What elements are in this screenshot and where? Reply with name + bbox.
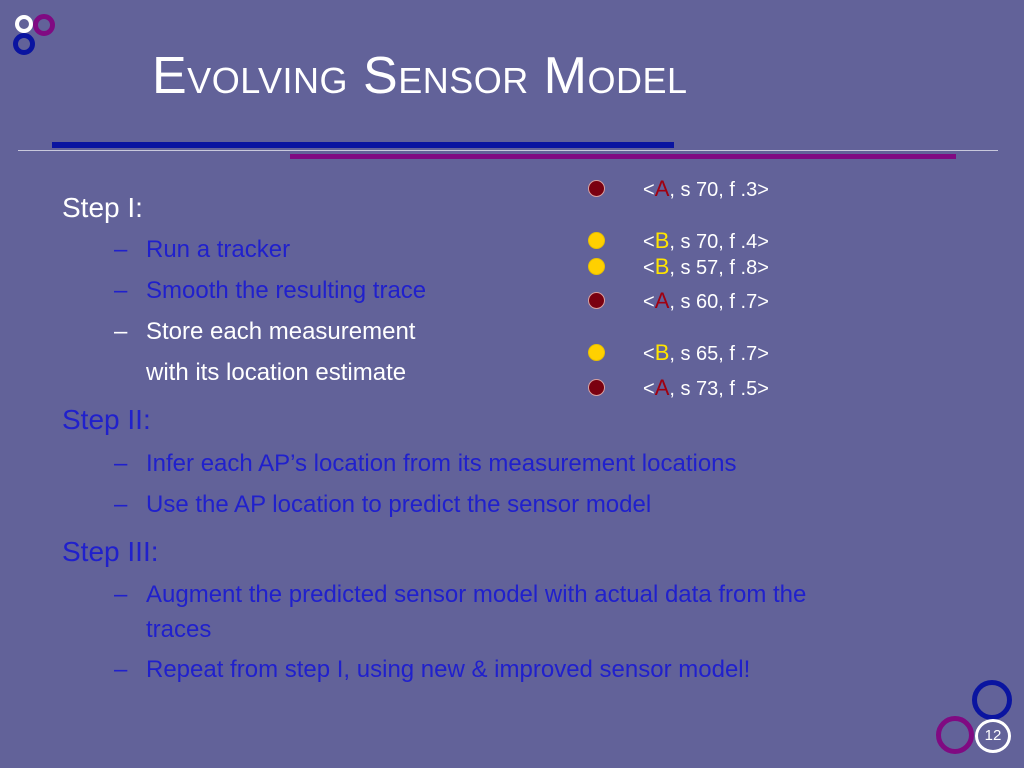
measurement-text: , s 73, f .5> [669, 378, 769, 400]
logo-ring-white [975, 719, 1011, 753]
step-3-item-text: Repeat from step I, using new & improved… [146, 656, 751, 683]
ap-label: B [654, 340, 670, 365]
logo-ring-purple [936, 716, 974, 754]
bullet-dash: – [114, 318, 128, 345]
ap-label: A [654, 375, 670, 400]
measurement-text: , s 70, f .4> [669, 231, 769, 253]
step-3-item-continuation: traces [146, 616, 212, 643]
step-2-item: –Infer each AP’s location from its measu… [114, 452, 737, 476]
page-number: 12 [984, 727, 1002, 744]
measurement-open: < [643, 291, 655, 313]
logo-ring-white [15, 15, 33, 33]
step-1-item: –Smooth the resulting trace [114, 279, 426, 303]
measurement-open: < [643, 378, 655, 400]
step-1-item-text: Store each measurement [146, 318, 416, 345]
title-underline-blue [52, 142, 674, 148]
measurement-text: , s 57, f .8> [669, 257, 769, 279]
measurement-text: , s 65, f .7> [669, 343, 769, 365]
step-2-item-text: Infer each AP’s location from its measur… [146, 450, 737, 477]
ap-b-dot [588, 258, 605, 275]
measurement-open: < [643, 231, 655, 253]
bullet-dash: – [114, 491, 128, 518]
title-divider [18, 150, 998, 151]
bullet-dash: – [114, 236, 128, 263]
measurement-open: < [643, 257, 655, 279]
measurement-text: , s 70, f .3> [669, 179, 769, 201]
step-1-label: Step I: [62, 192, 143, 223]
logo-ring-blue [972, 680, 1012, 720]
step-1-item: –Run a tracker [114, 238, 290, 262]
step-1-item: –Store each measurement [114, 320, 415, 344]
ap-b-dot [588, 344, 605, 361]
measurement-open: < [643, 343, 655, 365]
step-1-item-text: Run a tracker [146, 236, 291, 263]
measurement-text: , s 60, f .7> [669, 291, 769, 313]
bullet-dash: – [114, 277, 128, 304]
step-2-item: –Use the AP location to predict the sens… [114, 493, 651, 517]
ap-label: B [654, 254, 670, 279]
bullet-dash: – [114, 450, 128, 477]
step-3-item: –Augment the predicted sensor model with… [114, 583, 806, 607]
step-3-item: –Repeat from step I, using new & improve… [114, 658, 750, 682]
ap-a-dot [588, 379, 605, 396]
bullet-dash: – [114, 581, 128, 608]
ap-a-dot [588, 292, 605, 309]
step-2-item-text: Use the AP location to predict the senso… [146, 491, 652, 518]
ap-label: B [654, 228, 670, 253]
slide-title: Evolving Sensor Model [152, 47, 688, 105]
measurement-open: < [643, 179, 655, 201]
logo-ring-blue [13, 33, 35, 55]
step-1-item-text: Smooth the resulting trace [146, 277, 427, 304]
ap-a-dot [588, 180, 605, 197]
ap-label: A [654, 288, 670, 313]
bullet-dash: – [114, 656, 128, 683]
step-3-item-text: Augment the predicted sensor model with … [146, 581, 807, 608]
step-2-label: Step II: [62, 404, 151, 435]
step-1-item-continuation: with its location estimate [146, 359, 407, 386]
ap-b-dot [588, 232, 605, 249]
step-3-label: Step III: [62, 536, 159, 567]
ap-label: A [654, 176, 670, 201]
logo-ring-purple [33, 14, 55, 36]
title-underline-purple [290, 154, 956, 159]
